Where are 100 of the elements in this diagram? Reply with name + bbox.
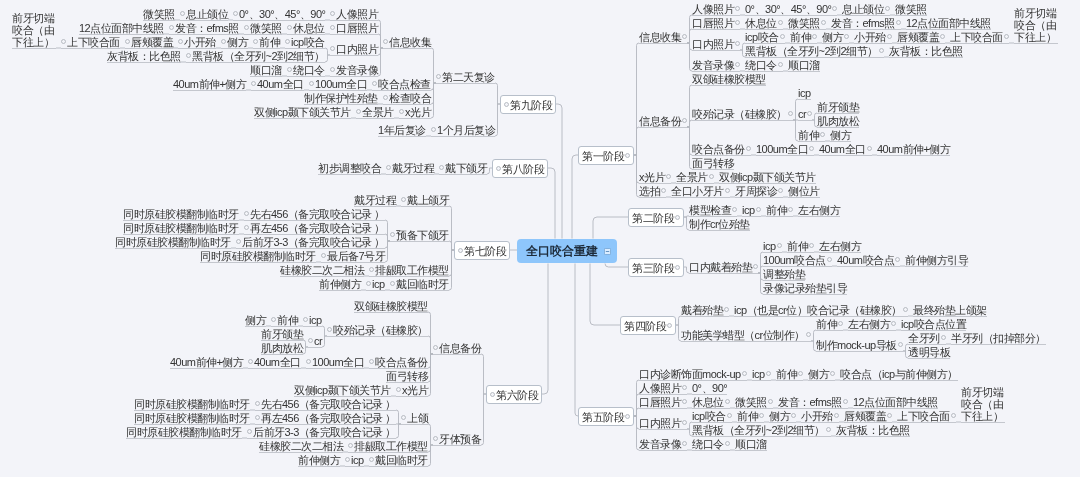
underlined-topic [745,57,783,72]
topic-label: icp咬合点位置 [901,317,967,331]
topic-label: 发音录像 [639,437,681,450]
underlined-topic [671,183,730,198]
topic-label: 同时原硅胶模翻制临时牙 [126,425,242,439]
underlined-topic [386,160,434,175]
topic-label: 侧方 [769,409,790,422]
topic-label: 后前牙3-3（备完取咬合记录 ） [253,425,396,438]
topic-label: 硅橡胶二次二相法 [280,263,364,277]
underlined-topic [396,382,428,397]
underlined-topic [221,34,248,49]
topic-label: 全口小牙片 [671,184,724,197]
topic-label: 息止颌位 [842,2,884,15]
topic-label: x光片 [402,383,428,396]
underlined-topic [689,259,758,274]
connector-line [847,407,854,409]
topic-label: 戴上颌牙 [407,193,449,206]
topic-label: 口内照片 [639,416,681,429]
connector-line [736,215,743,217]
topic-label: 息止颌位 [186,7,228,20]
connector-line [802,379,809,381]
underlined-topic [844,408,892,423]
underlined-topic [247,424,396,439]
topic-label: 微笑照 [250,21,282,34]
connector-line [302,346,309,355]
topic-label: 第一阶段 [582,149,624,162]
underlined-topic [639,169,671,184]
underlined-topic [819,141,872,156]
connector-line [174,19,181,21]
topic-label: 小开殆 [184,35,216,48]
connector-line [547,167,556,239]
topic-label: 小开殆 [854,30,886,43]
connector-line [633,407,640,417]
underlined-topic [639,380,687,395]
topic-label: 肌肉放松 [817,114,859,128]
connector-line [238,219,245,221]
connector-line [883,56,890,58]
connector-line [686,393,693,395]
topic-label: 肌肉放松 [261,341,303,355]
connector-line [380,173,387,175]
topic-label: 全景片 [676,170,708,183]
topic-label: 咬殆记录（硅橡胶） [692,107,787,120]
connector-line [729,449,736,451]
topic-label: 戴牙过程 [354,193,396,207]
topic-label: 排龈取工作模型 [375,263,449,276]
topic-label: 顺口溜 [250,63,282,77]
topic-label: 口唇照片 [639,395,681,408]
topic-label: 前牙切端咬合（由下往上） [961,385,1005,423]
topic-label: icp [763,239,776,252]
underlined-topic [327,322,428,337]
connector-line [300,367,307,369]
underlined-topic [244,206,385,221]
connector-line [324,75,331,77]
connector-line [675,324,682,342]
connector-line [377,103,384,105]
connector-line [902,350,909,359]
topic-label: 后前牙3-3（备完取咬合记录 ） [242,235,385,248]
topic-label: 黑背板（全牙列~2到2细节） [192,49,325,62]
connector-line [339,465,346,467]
connector-line [811,112,818,121]
connector-line [871,154,878,156]
topic-label: x光片 [405,105,431,118]
underlined-topic [244,20,282,35]
topic-label: 同时原硅胶模翻制临时牙 [123,207,239,221]
connector-line [838,421,845,423]
connector-line [574,263,579,417]
topic-label: 人像照片 [336,7,378,20]
connector-line [842,329,849,331]
connector-line [494,103,501,137]
connector-line [895,329,902,331]
connector-line [770,379,777,381]
underlined-topic [372,76,431,91]
topic-label: 调整殆垫 [763,267,805,281]
topic-label: 双侧icp颞下颌关节片 [719,170,816,184]
connector-line [891,421,898,423]
connector-line [360,289,367,291]
connector-line [363,275,370,277]
topic-label: 小开殆 [801,409,833,422]
underlined-topic [309,76,368,91]
topic-label: 40um全口 [257,77,304,90]
topic-label: 0°、30°、45°、90° [745,2,832,15]
topic-label: cr [798,107,807,120]
connector-line [665,196,672,198]
underlined-topic [897,408,956,423]
connector-line [247,47,254,49]
underlined-topic [255,396,396,411]
connector-line [782,28,789,30]
connector-line [728,315,735,317]
topic-label: 同时原硅胶模翻制临时牙 [200,249,316,263]
connector-line [315,261,322,263]
connector-line [686,407,693,409]
topic-label: 戴回临时牙 [396,277,449,290]
topic-label: 最终殆垫上颌架 [913,303,987,317]
connector-line [227,19,234,21]
topic-label: 第四阶段 [624,319,666,332]
connector-line [713,182,720,184]
topic-label: 全景片 [362,105,394,118]
topic-label: 全口咬合重建 [526,244,598,259]
topic-label: 再左456（备完取咬合记录 ） [261,411,396,424]
connector-line [486,167,493,175]
